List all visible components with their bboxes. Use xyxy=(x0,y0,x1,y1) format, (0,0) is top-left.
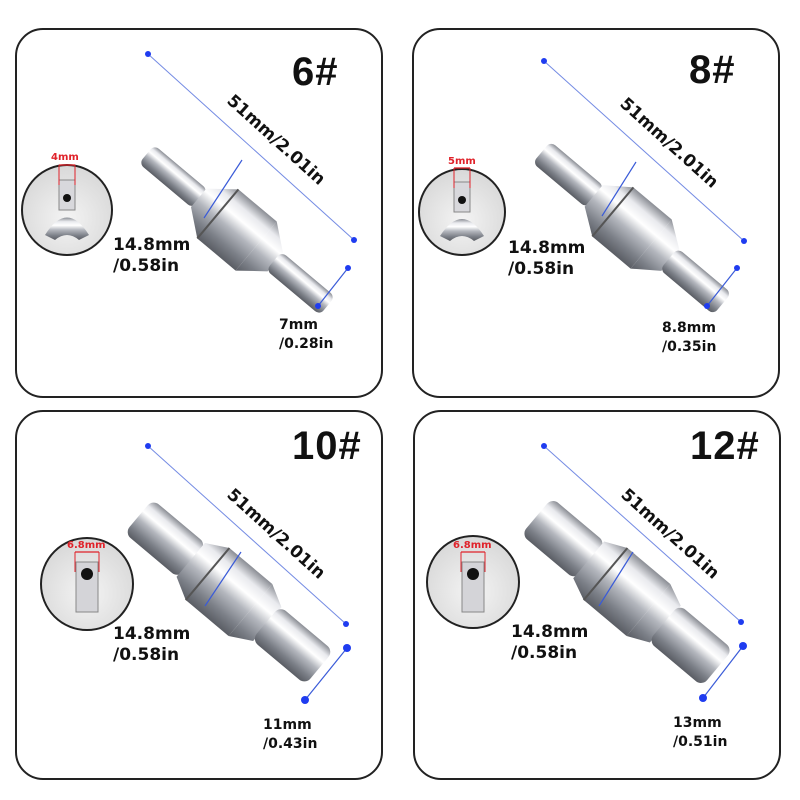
outlet-diameter-in: /0.51in xyxy=(673,734,728,750)
body-diameter-in: /0.58in xyxy=(113,256,180,276)
size-label: 6# xyxy=(292,50,339,94)
outlet-diameter-label: 11mm /0.43in xyxy=(263,716,317,754)
body-diameter-label: 14.8mm /0.58in xyxy=(113,624,190,666)
check-valve-photo: 51mm/2.01in 4mm xyxy=(21,51,357,313)
product-panel-8: 51mm/2.01in 5mm 8# 14.8mm /0.58in 8.8mm … xyxy=(412,28,780,398)
product-panel-12: 51mm/2.01in 6.8mm 12# 14.8mm /0.58in 13m… xyxy=(413,410,781,780)
inset-bore-label: 5mm xyxy=(448,156,476,167)
product-panel-10: 51mm/2.01in 6.8mm 10# 14.8mm /0.58in 11m… xyxy=(15,410,383,780)
outlet-diameter-mm: 8.8mm xyxy=(662,320,716,336)
outlet-diameter-mm: 7mm xyxy=(279,317,318,333)
valve-end-closeup-photo: 6.8mm xyxy=(40,537,134,631)
valve-end-closeup-photo: 6.8mm xyxy=(426,535,520,629)
body-diameter-in: /0.58in xyxy=(508,259,575,279)
outlet-diameter-label: 7mm /0.28in xyxy=(279,316,333,354)
body-diameter-mm: 14.8mm xyxy=(511,622,589,642)
check-valve-photo: 51mm/2.01in 5mm xyxy=(418,58,747,313)
inset-bore-label: 6.8mm xyxy=(67,540,106,551)
length-label: 51mm/2.01in xyxy=(616,94,722,193)
body-diameter-mm: 14.8mm xyxy=(508,238,586,258)
outlet-diameter-in: /0.35in xyxy=(662,339,717,355)
body-diameter-label: 14.8mm /0.58in xyxy=(508,238,585,280)
check-valve-photo: 51mm/2.01in 6.8mm xyxy=(40,443,351,704)
body-diameter-label: 14.8mm /0.58in xyxy=(511,622,588,664)
body-diameter-mm: 14.8mm xyxy=(113,624,191,644)
size-label: 10# xyxy=(292,424,362,468)
outlet-diameter-in: /0.28in xyxy=(279,336,334,352)
valve-end-closeup-photo: 5mm xyxy=(418,156,506,256)
size-label: 12# xyxy=(690,424,760,468)
check-valve-photo: 51mm/2.01in 6.8mm xyxy=(426,443,747,702)
body-diameter-label: 14.8mm /0.58in xyxy=(113,235,190,277)
body-diameter-in: /0.58in xyxy=(113,645,180,665)
inset-bore-label: 4mm xyxy=(51,152,79,163)
valve-end-closeup-photo: 4mm xyxy=(21,152,113,256)
size-label: 8# xyxy=(689,48,736,92)
inset-bore-label: 6.8mm xyxy=(453,540,492,551)
length-label: 51mm/2.01in xyxy=(223,91,329,190)
outlet-diameter-in: /0.43in xyxy=(263,736,318,752)
body-diameter-in: /0.58in xyxy=(511,643,578,663)
outlet-diameter-mm: 11mm xyxy=(263,717,312,733)
product-panel-6: 51mm/2.01in 4mm 6# 14.8mm /0.58in 7mm /0… xyxy=(15,28,383,398)
outlet-diameter-mm: 13mm xyxy=(673,715,722,731)
outlet-diameter-label: 13mm /0.51in xyxy=(673,714,727,752)
body-diameter-mm: 14.8mm xyxy=(113,235,191,255)
outlet-diameter-label: 8.8mm /0.35in xyxy=(662,319,716,357)
